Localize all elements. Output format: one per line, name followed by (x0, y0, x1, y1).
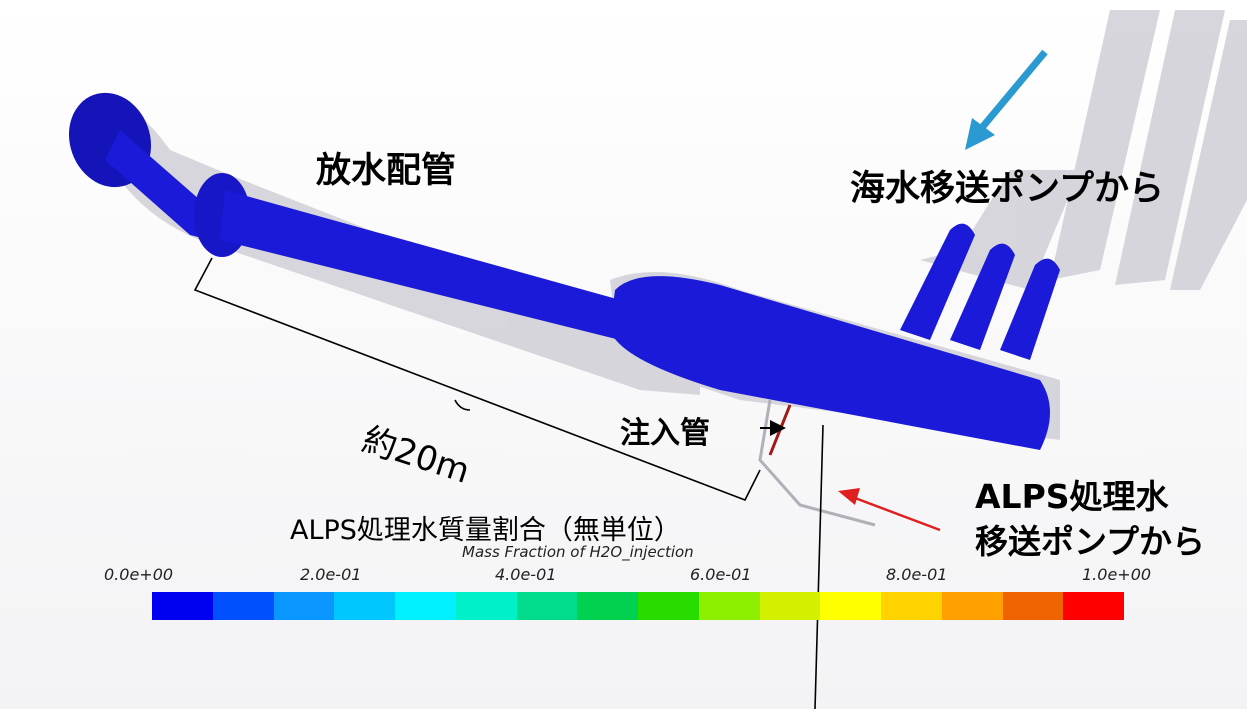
colorbar-tick-0: 0.0e+00 (104, 565, 174, 584)
mass-fraction-title-en: Mass Fraction of H2O_injection (462, 543, 694, 561)
colorbar-segment-9 (698, 592, 760, 620)
colorbar-segment-7 (577, 592, 638, 620)
inner-pipes (68, 92, 1060, 450)
red-arrow (838, 488, 941, 532)
colorbar-segment-0 (152, 592, 213, 620)
colorbar-tick-1: 2.0e-01 (300, 565, 362, 584)
colorbar-segment-13 (941, 592, 1003, 620)
colorbar-segment-6 (516, 592, 578, 620)
colorbar-tick-4: 8.0e-01 (886, 565, 948, 584)
colorbar (152, 592, 1124, 620)
alps-label-line1: ALPS処理水 (975, 477, 1169, 516)
black-arrow (760, 420, 786, 436)
colorbar-tick-2: 4.0e-01 (495, 565, 557, 584)
colorbar-segment-1 (212, 592, 274, 620)
dimension-lines (193, 257, 824, 709)
colorbar-segment-12 (881, 592, 942, 620)
colorbar-segment-11 (820, 592, 881, 620)
discharge-pipe-label: 放水配管 (316, 151, 457, 191)
colorbar-segment-2 (273, 592, 335, 620)
colorbar-tick-3: 6.0e-01 (690, 565, 752, 584)
colorbar-tick-5: 1.0e+00 (1082, 565, 1152, 584)
colorbar-segment-10 (759, 592, 821, 620)
seawater-pump-label: 海水移送ポンプから (850, 169, 1164, 209)
colorbar-segment-3 (334, 592, 395, 620)
colorbar-segment-15 (1063, 592, 1124, 620)
colorbar-segment-4 (395, 592, 456, 620)
colorbar-segment-14 (1002, 592, 1064, 620)
injection-pipe-label: 注入管 (620, 416, 710, 451)
colorbar-segment-5 (455, 592, 517, 620)
blue-arrow (965, 49, 1048, 150)
colorbar-segment-8 (638, 592, 699, 620)
mass-fraction-title-jp: ALPS処理水質量割合（無単位） (290, 515, 681, 546)
alps-label-line2: 移送ポンプから (975, 522, 1206, 561)
